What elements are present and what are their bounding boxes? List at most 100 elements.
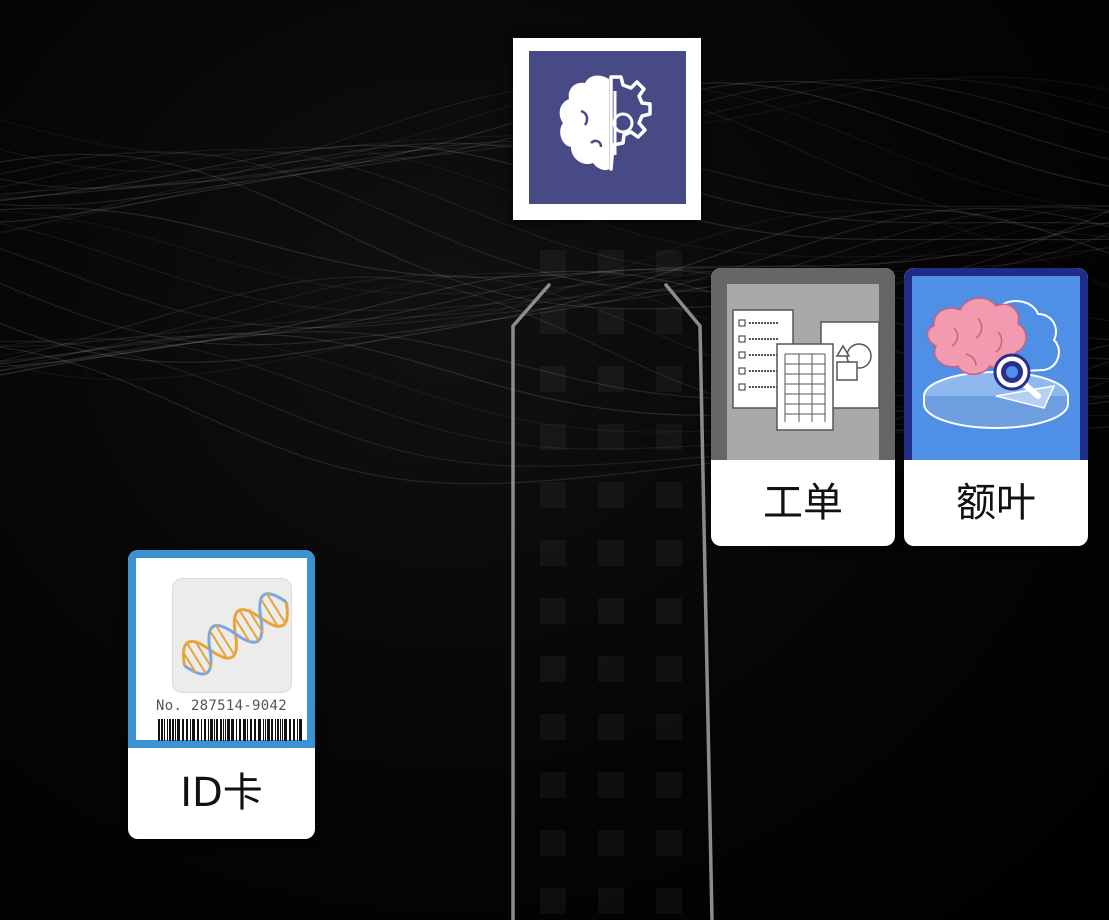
background-grid-cell <box>656 308 682 334</box>
background-grid-cell <box>540 714 566 740</box>
barcode-bar <box>225 719 226 741</box>
background-grid-cell <box>656 250 682 276</box>
background-grid-cell <box>656 888 682 914</box>
work-order-label: 工单 <box>763 480 843 526</box>
background-wave-line <box>0 210 1109 295</box>
barcode-bar <box>227 719 230 741</box>
background-grid-cell <box>540 656 566 682</box>
barcode-bar <box>293 719 295 741</box>
barcode-bar <box>210 719 213 741</box>
background-grid-cell <box>598 540 624 566</box>
barcode-bar <box>275 719 276 741</box>
brain-scan-icon <box>923 297 1069 429</box>
barcode-bar <box>186 719 188 741</box>
barcode-bar <box>177 719 180 741</box>
barcode-bar <box>280 719 281 741</box>
barcode-bar <box>263 719 264 741</box>
barcode-bar <box>158 719 160 741</box>
work-order-card[interactable]: 工单 <box>711 268 895 546</box>
background-grid-cell <box>656 598 682 624</box>
barcode-bar <box>236 719 237 741</box>
barcode-bar <box>192 719 195 741</box>
barcode-bar <box>299 719 302 741</box>
barcode-bar <box>258 719 261 741</box>
barcode-bar <box>282 719 283 741</box>
background-wave-line <box>0 207 1109 346</box>
background-grid-cell <box>598 308 624 334</box>
background-grid-cell <box>540 424 566 450</box>
barcode-bar <box>220 719 222 741</box>
background-grid-cell <box>540 540 566 566</box>
barcode-bar <box>247 719 248 741</box>
background-grid-cell <box>540 308 566 334</box>
barcode-bar <box>239 719 241 741</box>
barcode-bar <box>277 719 279 741</box>
background-grid-cell <box>598 598 624 624</box>
background-grid-cell <box>656 366 682 392</box>
background-grid-cell <box>598 366 624 392</box>
background-grid-cell <box>598 772 624 798</box>
background-grid-cell <box>656 772 682 798</box>
id-number: No. 287514-9042 <box>156 698 287 714</box>
barcode-bar <box>172 719 174 741</box>
core-node[interactable] <box>513 38 701 220</box>
background-grid-cell <box>540 482 566 508</box>
background-wave-line <box>0 207 1109 278</box>
dna-icon <box>182 592 289 676</box>
background-grid-cell <box>656 424 682 450</box>
background-grid-cell <box>598 424 624 450</box>
barcode-bar <box>216 719 218 741</box>
background-wave-line <box>0 208 1109 363</box>
barcode-bar <box>254 719 256 741</box>
barcode-bar <box>271 719 273 741</box>
barcode-bar <box>297 719 298 741</box>
background-wave-line <box>0 205 1109 312</box>
documents-icon <box>732 309 880 431</box>
background-grid-cell <box>540 250 566 276</box>
barcode-bar <box>175 719 176 741</box>
brain-gear-icon <box>559 75 652 171</box>
barcode-bar <box>164 719 165 741</box>
barcode-bar <box>182 719 184 741</box>
barcode-bar <box>223 719 224 741</box>
barcode-bar <box>250 719 252 741</box>
background-wave-line <box>0 210 1109 381</box>
barcode-bar <box>201 719 202 741</box>
background-grid-cell <box>598 656 624 682</box>
background-grid-cell <box>598 482 624 508</box>
background-grid-cell <box>598 250 624 276</box>
work-order-art <box>711 268 895 460</box>
background-grid-cell <box>656 482 682 508</box>
barcode-bar <box>204 719 206 741</box>
barcode <box>158 719 302 741</box>
barcode-bar <box>197 719 199 741</box>
frontal-lobe-card[interactable]: 额叶 <box>904 268 1088 546</box>
background-grid-cell <box>656 714 682 740</box>
dna-frame <box>172 578 292 693</box>
barcode-bar <box>208 719 209 741</box>
background-grid-cell <box>656 656 682 682</box>
background-grid-cell <box>540 830 566 856</box>
background-grid-cell <box>656 830 682 856</box>
background-wave-line <box>0 206 1109 329</box>
id-card-art: No. 287514-9042 <box>128 550 315 748</box>
id-card[interactable]: No. 287514-9042 ID卡 <box>128 550 315 839</box>
background-grid-cell <box>598 888 624 914</box>
barcode-bar <box>167 719 168 741</box>
background-grid-cell <box>598 714 624 740</box>
barcode-bar <box>190 719 191 741</box>
core-node-inner <box>529 51 686 204</box>
background-grid-cell <box>540 598 566 624</box>
barcode-bar <box>265 719 266 741</box>
barcode-bar <box>267 719 270 741</box>
background-grid-cell <box>598 830 624 856</box>
frontal-lobe-art <box>904 268 1088 460</box>
connector-line-left <box>511 283 551 920</box>
barcode-bar <box>161 719 163 741</box>
background-grid-cell <box>540 366 566 392</box>
barcode-bar <box>243 719 246 741</box>
id-card-label: ID卡 <box>180 770 263 816</box>
